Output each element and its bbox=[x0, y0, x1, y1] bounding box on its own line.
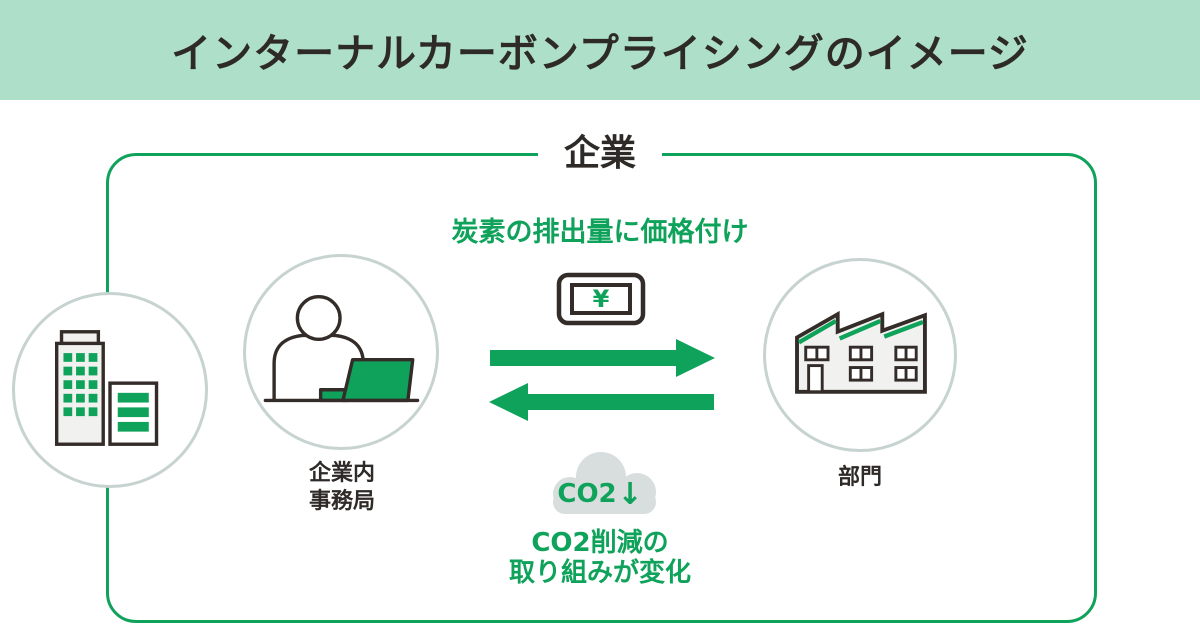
arrow-right-icon bbox=[490, 339, 715, 377]
co2-label: CO2 bbox=[557, 479, 616, 509]
page-title: インターナルカーボンプライシングのイメージ bbox=[171, 31, 1029, 77]
reduction-caption-line1: CO2削減の bbox=[531, 528, 669, 558]
department-node bbox=[763, 258, 957, 452]
down-arrow-icon: ↓ bbox=[617, 477, 642, 512]
office-buildings-icon bbox=[15, 293, 205, 487]
company-frame-label: 企業 bbox=[537, 131, 663, 177]
title-banner: インターナルカーボンプライシングのイメージ bbox=[0, 0, 1200, 100]
reduction-caption: CO2削減の 取り組みが変化 bbox=[509, 528, 691, 589]
reduction-caption-line2: 取り組みが変化 bbox=[508, 558, 692, 589]
person-at-laptop-icon bbox=[246, 255, 436, 449]
office-label-line2: 事務局 bbox=[308, 489, 375, 515]
factory-icon bbox=[766, 259, 954, 451]
co2-cloud-icon: CO2 ↓ bbox=[544, 446, 666, 522]
office-label-line1: 企業内 bbox=[308, 461, 375, 486]
exchange-arrows bbox=[488, 336, 716, 428]
company-building-node bbox=[12, 292, 208, 488]
office-label: 企業内 事務局 bbox=[262, 460, 422, 516]
yen-symbol: ¥ bbox=[593, 285, 610, 313]
office-node bbox=[243, 254, 439, 450]
arrow-left-icon bbox=[489, 383, 714, 421]
banknote-yen-icon: ¥ bbox=[556, 272, 646, 330]
department-label: 部門 bbox=[837, 465, 882, 490]
pricing-caption: 炭素の排出量に価格付け bbox=[451, 217, 749, 248]
